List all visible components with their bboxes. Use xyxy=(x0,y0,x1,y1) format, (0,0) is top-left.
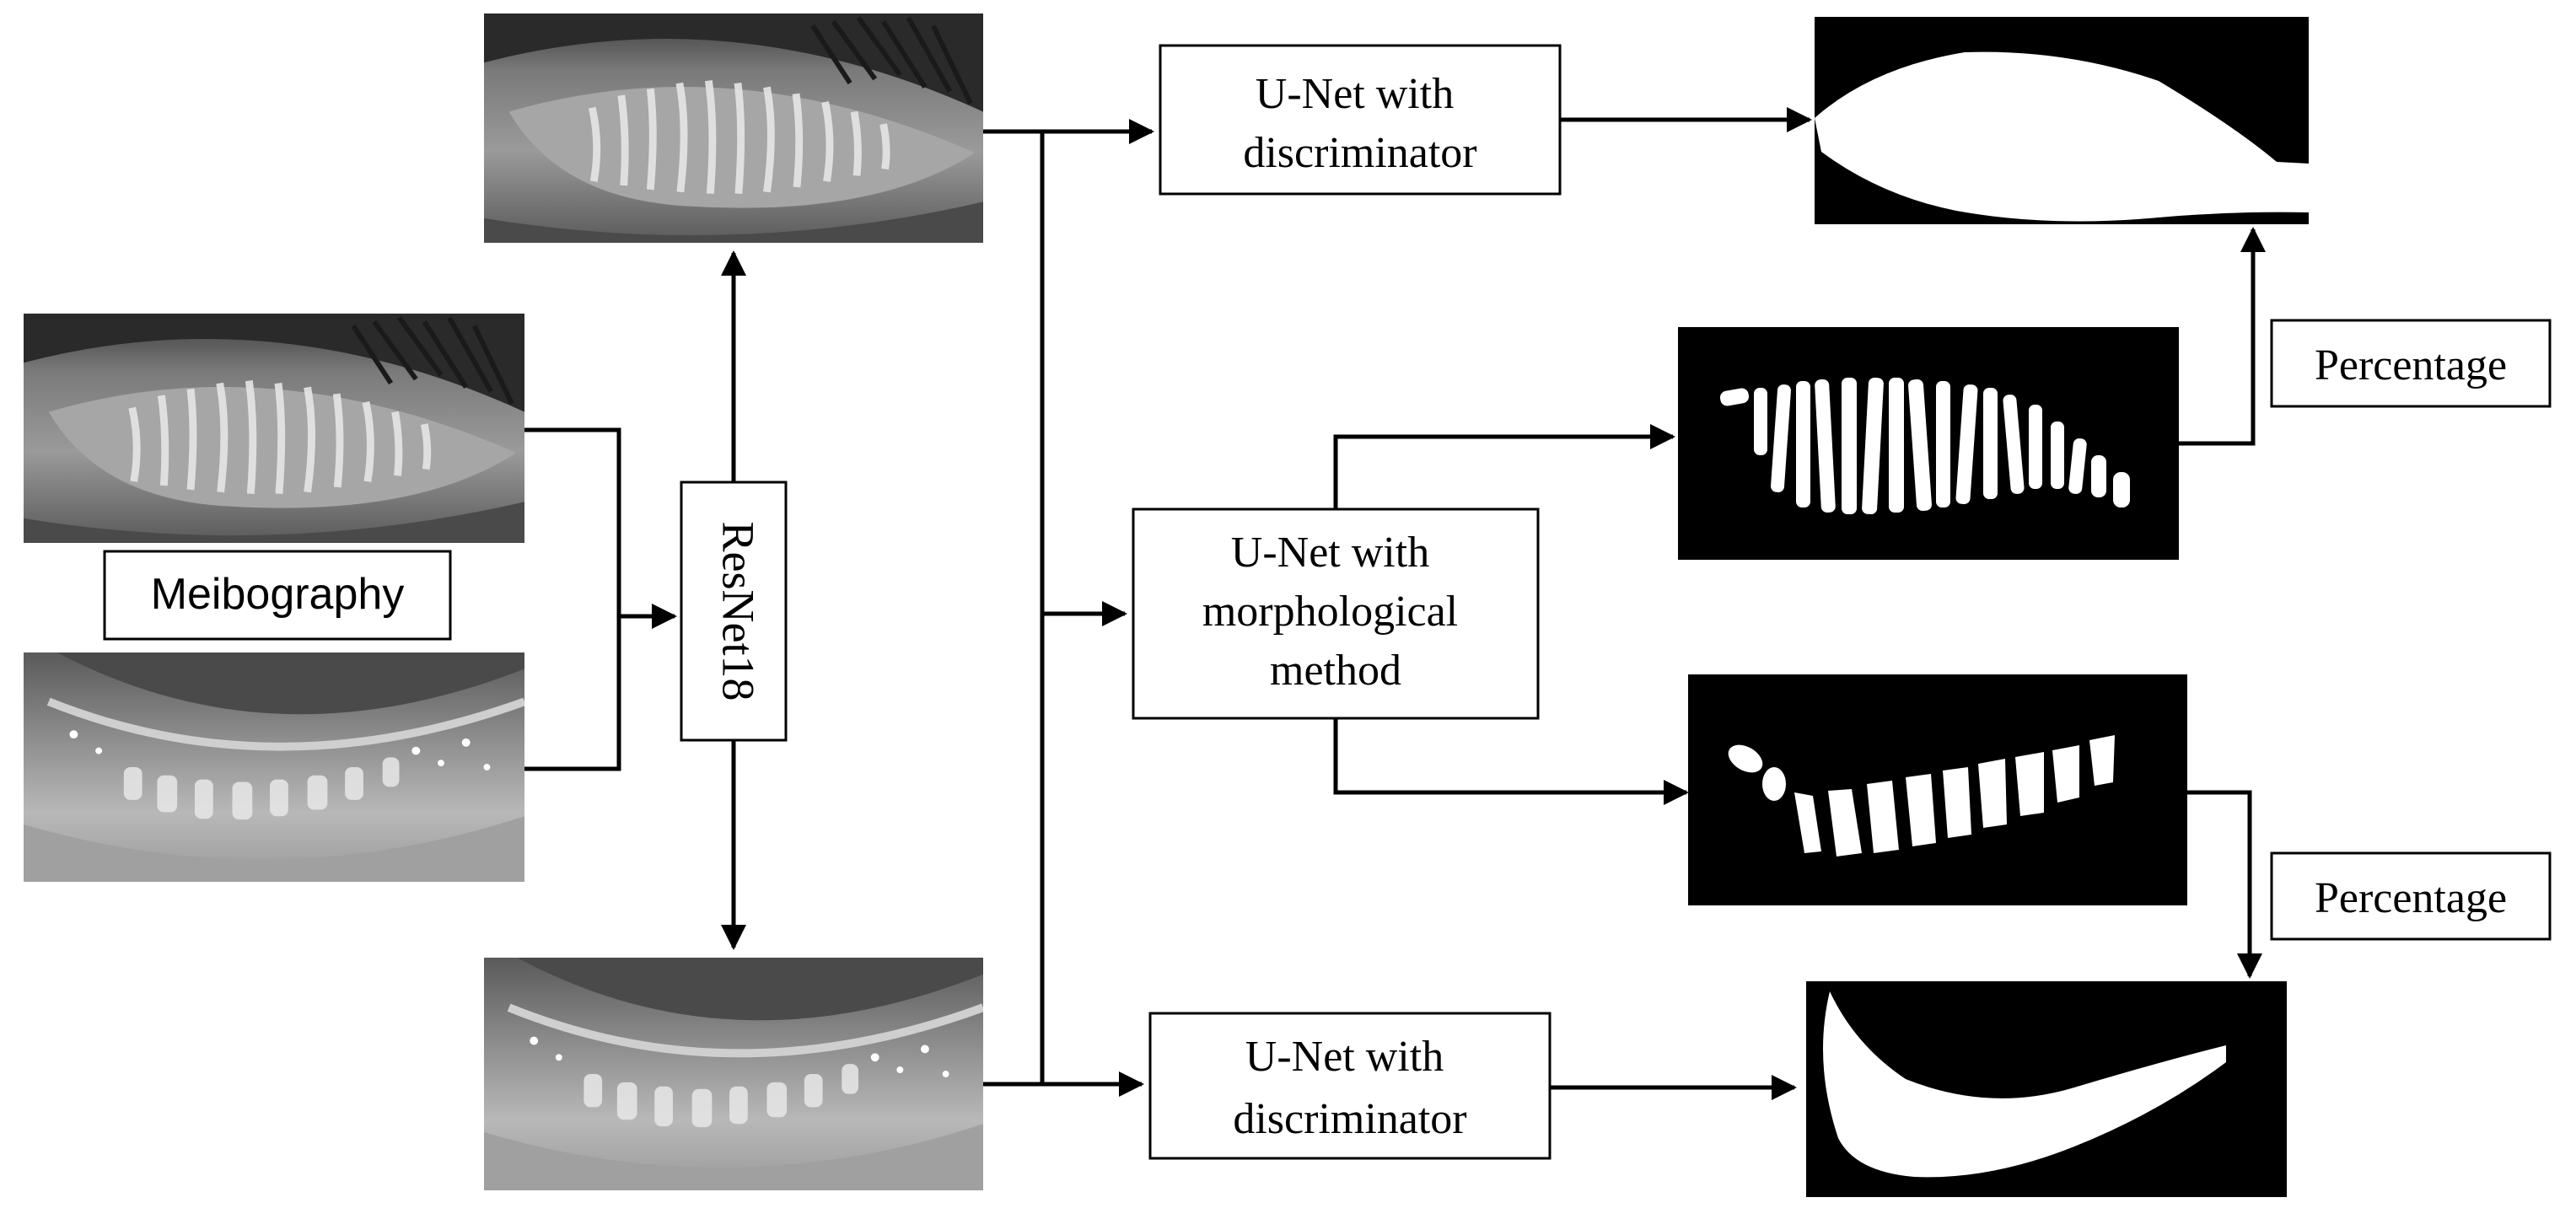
percentage-bottom-box: Percentage xyxy=(2270,851,2552,941)
resnet18-box: ResNet18 xyxy=(680,481,788,742)
lower-tarsus-mask xyxy=(1806,981,2287,1197)
percentage-top-box: Percentage xyxy=(2270,319,2552,408)
svg-text:U-Net with discriminator: U-Net with discriminator xyxy=(1243,70,1476,177)
upper-glands-mask xyxy=(1678,327,2179,560)
lower-eyelid-classified-photo xyxy=(484,958,983,1190)
unet-discriminator-bottom-line1: U-Net with xyxy=(1245,1033,1444,1081)
meibography-label-box: Meibography xyxy=(103,550,452,641)
unet-discriminator-bottom-line2: discriminator xyxy=(1233,1095,1466,1143)
lower-eyelid-input-photo xyxy=(24,652,524,882)
resnet18-label: ResNet18 xyxy=(713,522,764,701)
unet-morphological-line3: method xyxy=(1270,647,1401,695)
upper-eyelid-input-photo xyxy=(24,314,524,543)
meibography-label: Meibography xyxy=(151,570,405,619)
unet-discriminator-top-line2: discriminator xyxy=(1243,129,1476,177)
unet-morphological-line2: morphological xyxy=(1202,588,1458,636)
svg-text:U-Net with discriminator: U-Net with discriminator xyxy=(1233,1033,1466,1143)
unet-discriminator-bottom-box: U-Net with discriminator xyxy=(1148,1012,1552,1160)
percentage-bottom-label: Percentage xyxy=(2315,874,2507,922)
unet-discriminator-top-box: U-Net with discriminator xyxy=(1159,44,1562,196)
lower-glands-mask xyxy=(1688,674,2187,905)
svg-text:U-Net with morphological: U-Net with morphological method xyxy=(1202,529,1469,695)
unet-discriminator-top-line1: U-Net with xyxy=(1256,70,1454,118)
unet-morphological-box: U-Net with morphological method xyxy=(1132,507,1540,720)
unet-morphological-line1: U-Net with xyxy=(1231,529,1429,577)
upper-tarsus-mask xyxy=(1815,17,2309,224)
upper-eyelid-classified-photo xyxy=(484,13,983,243)
percentage-top-label: Percentage xyxy=(2315,341,2507,389)
